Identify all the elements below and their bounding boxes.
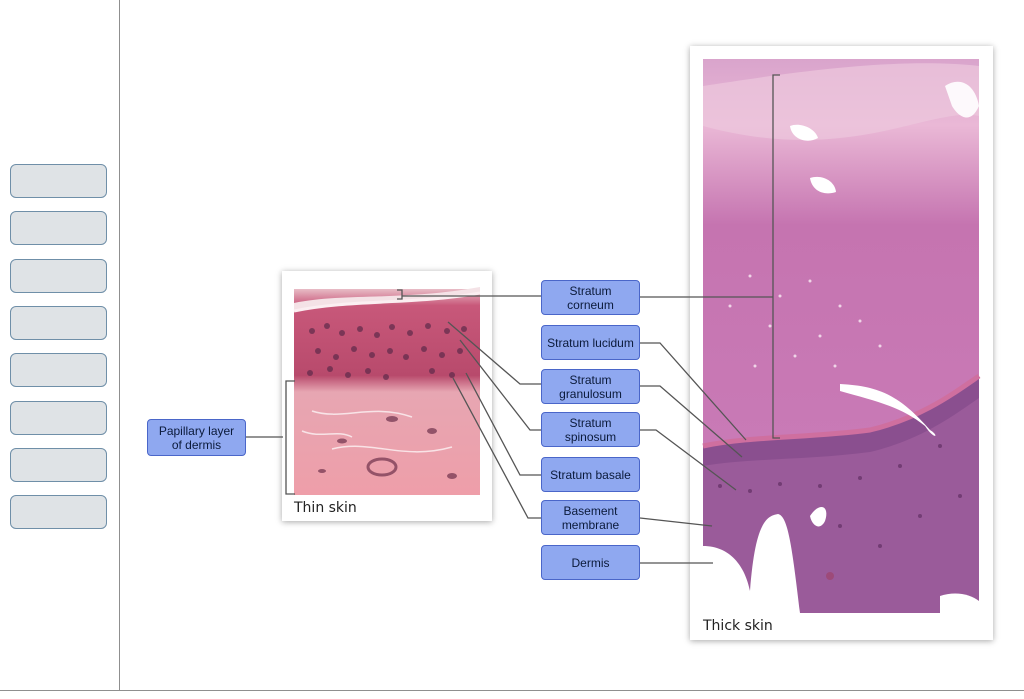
answer-slot-2[interactable] <box>10 211 107 245</box>
answer-slot-6[interactable] <box>10 401 107 435</box>
label-dermis[interactable]: Dermis <box>541 545 640 580</box>
label-stratum-basale[interactable]: Stratum basale <box>541 457 640 492</box>
label-basement-membrane[interactable]: Basement membrane <box>541 500 640 535</box>
answer-slot-7[interactable] <box>10 448 107 482</box>
answer-panel <box>0 0 120 690</box>
answer-slot-4[interactable] <box>10 306 107 340</box>
thick-skin-photo: Thick skin <box>690 46 993 640</box>
bottom-divider <box>0 690 1024 691</box>
answer-slot-8[interactable] <box>10 495 107 529</box>
label-stratum-spinosum[interactable]: Stratum spinosum <box>541 412 640 447</box>
thin-skin-photo: Thin skin <box>282 271 492 521</box>
thin-skin-micrograph <box>293 287 481 495</box>
answer-slot-3[interactable] <box>10 259 107 293</box>
thick-skin-caption: Thick skin <box>703 618 773 634</box>
thin-skin-caption: Thin skin <box>294 500 357 516</box>
answer-slot-5[interactable] <box>10 353 107 387</box>
thick-skin-micrograph <box>702 59 981 613</box>
answer-slot-1[interactable] <box>10 164 107 198</box>
label-stratum-lucidum[interactable]: Stratum lucidum <box>541 325 640 360</box>
label-stratum-corneum[interactable]: Stratum corneum <box>541 280 640 315</box>
label-stratum-granulosum[interactable]: Stratum granulosum <box>541 369 640 404</box>
label-papillary-layer[interactable]: Papillary layer of dermis <box>147 419 246 456</box>
